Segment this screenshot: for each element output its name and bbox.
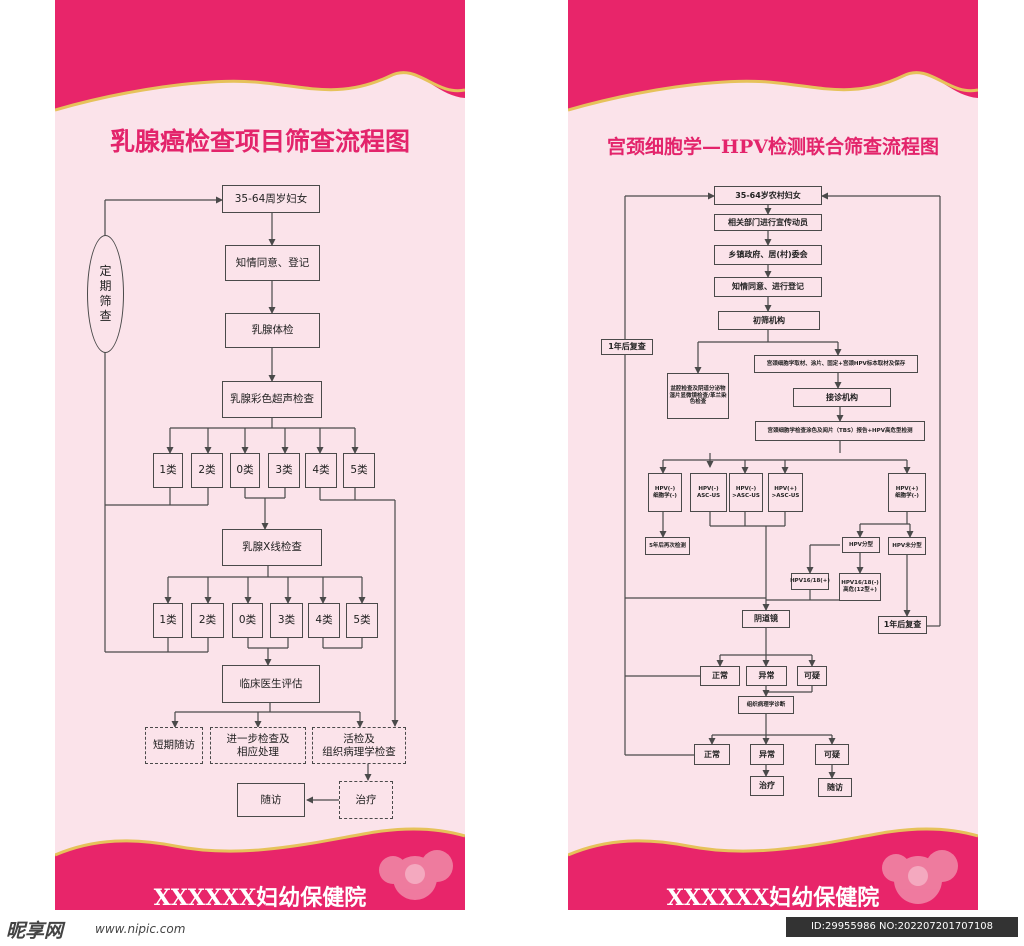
node-recheck-1yr-left: 1年后复查 bbox=[601, 339, 653, 355]
node-xr-class-1: 1类 bbox=[153, 603, 183, 638]
image-id-bar: ID:29955986 NO:20220720170710​8 bbox=[786, 917, 1018, 937]
node-path-normal: 正常 bbox=[694, 744, 730, 765]
node-hpv16-18-neg: HPV16/18(-) 高危(12型+) bbox=[839, 573, 881, 601]
node-histopathology: 组织病理学诊断 bbox=[738, 696, 794, 714]
node-xr-class-0: 0类 bbox=[232, 603, 263, 638]
node-treatment: 治疗 bbox=[339, 781, 393, 819]
node-breast-exam: 乳腺体检 bbox=[225, 313, 320, 348]
node-hpv-untyped: HPV未分型 bbox=[888, 537, 926, 555]
left-hospital-name: XXXXXX妇幼保健院 bbox=[153, 885, 367, 911]
node-colpo-suspicious: 可疑 bbox=[797, 666, 827, 686]
left-title: 乳腺癌检查项目筛查流程图 bbox=[109, 127, 410, 156]
node-us-class-3: 3类 bbox=[268, 453, 300, 488]
node-ultrasound: 乳腺彩色超声检查 bbox=[222, 381, 322, 418]
node-us-class-1: 1类 bbox=[153, 453, 183, 488]
node-colpo-normal: 正常 bbox=[700, 666, 740, 686]
node-xr-class-3: 3类 bbox=[270, 603, 303, 638]
node-retest-5yr: 5年后再次检测 bbox=[645, 537, 690, 555]
node-clinician-eval: 临床医生评估 bbox=[222, 665, 320, 703]
node-consent-registration: 知情同意、进行登记 bbox=[714, 277, 822, 297]
right-hospital-name: XXXXXX妇幼保健院 bbox=[666, 885, 880, 911]
watermark-brand: 昵享网 bbox=[6, 920, 64, 942]
node-hpv-pos-cyt-neg: HPV(+) 细胞学(-) bbox=[888, 473, 926, 512]
node-path-abnormal: 异常 bbox=[750, 744, 784, 765]
node-receiving-institution: 接诊机构 bbox=[793, 388, 891, 407]
node-xray: 乳腺X线检查 bbox=[222, 529, 322, 566]
node-hpv-typing: HPV分型 bbox=[842, 537, 880, 553]
node-primary-screening: 初筛机构 bbox=[718, 311, 820, 330]
node-followup: 随访 bbox=[237, 783, 305, 817]
node-treatment-right: 治疗 bbox=[750, 776, 784, 796]
node-town-government: 乡镇政府、居(村)委会 bbox=[714, 245, 822, 265]
node-us-class-5: 5类 bbox=[343, 453, 375, 488]
node-hpv-neg-ascus: HPV(-) ASC-US bbox=[690, 473, 727, 512]
node-publicity: 相关部门进行宣传动员 bbox=[714, 214, 822, 231]
watermark-url: www.nipic.com bbox=[95, 922, 186, 936]
node-xr-class-2: 2类 bbox=[191, 603, 224, 638]
node-followup-right: 随访 bbox=[818, 778, 852, 797]
node-colpo-abnormal: 异常 bbox=[746, 666, 787, 686]
right-title: 宫颈细胞学—HPV检测联合筛查流程图 bbox=[607, 136, 939, 158]
node-biopsy-pathology: 活检及 组织病理学检查 bbox=[312, 727, 406, 764]
node-women-35-64: 35-64周岁妇女 bbox=[222, 185, 320, 213]
node-recheck-1yr-right: 1年后复查 bbox=[878, 616, 927, 634]
node-hpv-neg-cyt-neg: HPV(-) 细胞学(-) bbox=[648, 473, 682, 512]
node-us-class-2: 2类 bbox=[191, 453, 223, 488]
node-cytology-report: 宫颈细胞学检查涂色及阅片（TBS）报告+HPV高危型检测 bbox=[755, 421, 925, 441]
node-pelvic-exam: 盆腔检查及阴道分泌物湿片显微镜检查/革兰染色检查 bbox=[667, 373, 729, 419]
node-hpv-pos-gt-ascus: HPV(+) >ASC-US bbox=[768, 473, 803, 512]
periodic-screening-oval: 定期筛查 bbox=[87, 235, 124, 353]
node-hpv-neg-gt-ascus: HPV(-) >ASC-US bbox=[729, 473, 763, 512]
node-consent-register: 知情同意、登记 bbox=[225, 245, 320, 281]
node-xr-class-4: 4类 bbox=[308, 603, 340, 638]
node-hpv16-18-pos: HPV16/18(+) bbox=[790, 573, 830, 590]
node-short-term-followup: 短期随访 bbox=[145, 727, 203, 764]
node-xr-class-5: 5类 bbox=[346, 603, 378, 638]
node-colposcopy: 阴道镜 bbox=[742, 610, 790, 628]
node-us-class-0: 0类 bbox=[230, 453, 260, 488]
node-sampling: 宫颈细胞学取材、涂片、固定+宫颈HPV标本取材及保存 bbox=[754, 355, 918, 373]
node-further-exam: 进一步检查及 相应处理 bbox=[210, 727, 306, 764]
node-rural-women: 35-64岁农村妇女 bbox=[714, 186, 822, 205]
node-us-class-4: 4类 bbox=[305, 453, 337, 488]
node-path-suspicious: 可疑 bbox=[815, 744, 849, 765]
